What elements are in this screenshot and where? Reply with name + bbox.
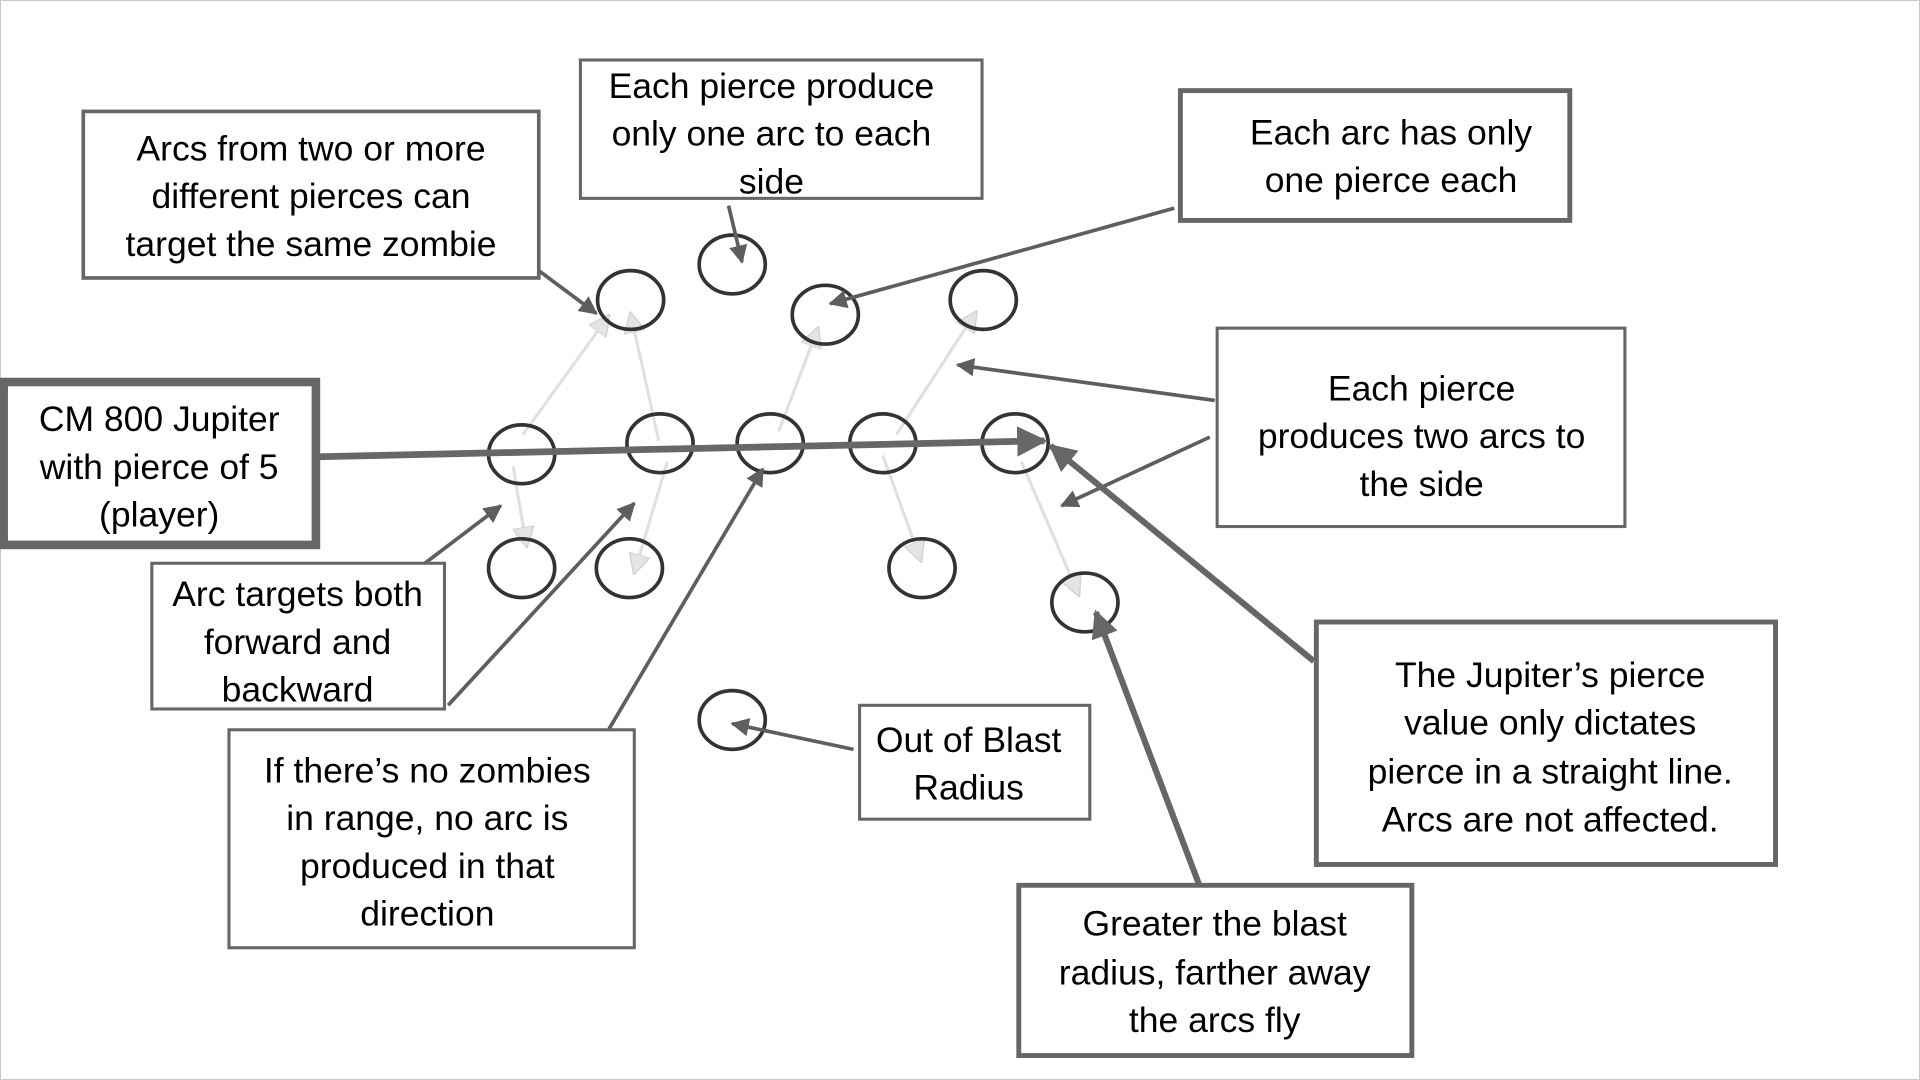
annotation-line: with pierce of 5 <box>39 447 279 487</box>
annotation-one-pierce-per-arc: Each arc has only one pierce each <box>1177 88 1573 223</box>
annotation-line: the side <box>1359 464 1483 504</box>
annotation-forward-backward: Arc targets both forward and backward <box>150 561 447 711</box>
annotation-line: (player) <box>99 495 219 535</box>
arc-arrow <box>1019 461 1079 595</box>
pierce-line <box>318 426 1048 461</box>
annotation-blast-radius: Greater the blast radius, farther away t… <box>1016 882 1415 1058</box>
annotation-line: The Jupiter’s pierce <box>1395 655 1705 695</box>
callout-arrow <box>446 501 636 707</box>
callout-arrow <box>1091 609 1205 892</box>
zombie-circle-pierced <box>625 412 695 475</box>
annotation-line: direction <box>360 894 494 934</box>
zombie-circle <box>595 268 666 332</box>
annotation-two-arcs: Each pierce produces two arcs to the sid… <box>1215 326 1627 529</box>
annotation-player: CM 800 Jupiter with pierce of 5 (player) <box>0 377 321 550</box>
annotation-one-arc-per-side: Each pierce produce only one arc to each… <box>578 58 984 201</box>
annotation-pierce-value: The Jupiter’s pierce value only dictates… <box>1313 619 1778 867</box>
annotation-line: produces two arcs to <box>1258 416 1586 456</box>
arc-arrow <box>521 316 609 436</box>
arc-arrow <box>511 466 526 547</box>
callout-arrows <box>413 205 1316 892</box>
annotation-out-of-radius: Out of Blast Radius <box>858 703 1092 821</box>
annotation-line: CM 800 Jupiter <box>39 399 280 439</box>
arc-arrow <box>634 461 669 573</box>
annotation-line: value only dictates <box>1404 703 1696 743</box>
annotation-line: Each pierce produce <box>609 66 935 106</box>
annotation-line: Greater the blast <box>1082 904 1347 944</box>
arc-arrow <box>631 313 661 442</box>
callout-arrow <box>828 206 1175 309</box>
annotation-line: radius, farther away <box>1059 952 1371 992</box>
annotation-line: target the same zombie <box>126 224 497 264</box>
callout-arrow <box>1048 443 1316 664</box>
callout-arrow <box>730 718 854 752</box>
annotation-line: produced in that <box>300 846 555 886</box>
arc-arrows <box>511 312 1079 595</box>
annotation-line: forward and <box>204 622 391 662</box>
annotation-line: pierce in a straight line. <box>1368 752 1733 792</box>
annotation-line: Each arc has only <box>1250 112 1532 152</box>
zombies <box>486 233 1120 752</box>
callout-arrow <box>413 504 503 573</box>
annotation-line: one pierce each <box>1265 160 1518 200</box>
zombie-circle <box>948 268 1019 332</box>
arc-arrow <box>895 312 976 436</box>
annotation-line: Radius <box>913 768 1024 808</box>
callout-arrow <box>537 269 598 315</box>
arc-arrow <box>777 328 818 432</box>
annotation-no-zombies: If there’s no zombies in range, no arc i… <box>227 728 636 950</box>
annotation-multi-target: Arcs from two or more different pierces … <box>81 109 541 280</box>
zombie-circle <box>594 536 665 600</box>
annotation-line: Arcs from two or more <box>136 128 485 168</box>
annotation-line: different pierces can <box>151 176 470 216</box>
annotation-line: Out of Blast <box>876 720 1062 760</box>
zombie-circle <box>790 283 861 346</box>
annotation-line: the arcs fly <box>1129 1000 1301 1040</box>
annotation-line: backward <box>222 670 374 710</box>
zombie-circle-out-of-radius <box>697 688 768 752</box>
annotation-line: side <box>739 161 804 201</box>
annotation-line: Arcs are not affected. <box>1382 799 1719 839</box>
annotation-line: Arc targets both <box>172 574 423 614</box>
callout-arrow <box>603 467 765 737</box>
callout-arrow <box>955 358 1215 403</box>
annotation-line: If there’s no zombies <box>264 750 591 790</box>
annotation-line: in range, no arc is <box>286 798 568 838</box>
callout-arrow <box>726 205 748 264</box>
zombie-circle <box>486 536 557 600</box>
zombie-circle <box>887 536 957 600</box>
zombie-circle <box>697 233 768 296</box>
annotation-line: only one arc to each <box>612 114 932 154</box>
callout-arrow <box>1059 435 1211 508</box>
annotation-line: Each pierce <box>1328 368 1515 408</box>
zombie-circle <box>1050 571 1120 634</box>
